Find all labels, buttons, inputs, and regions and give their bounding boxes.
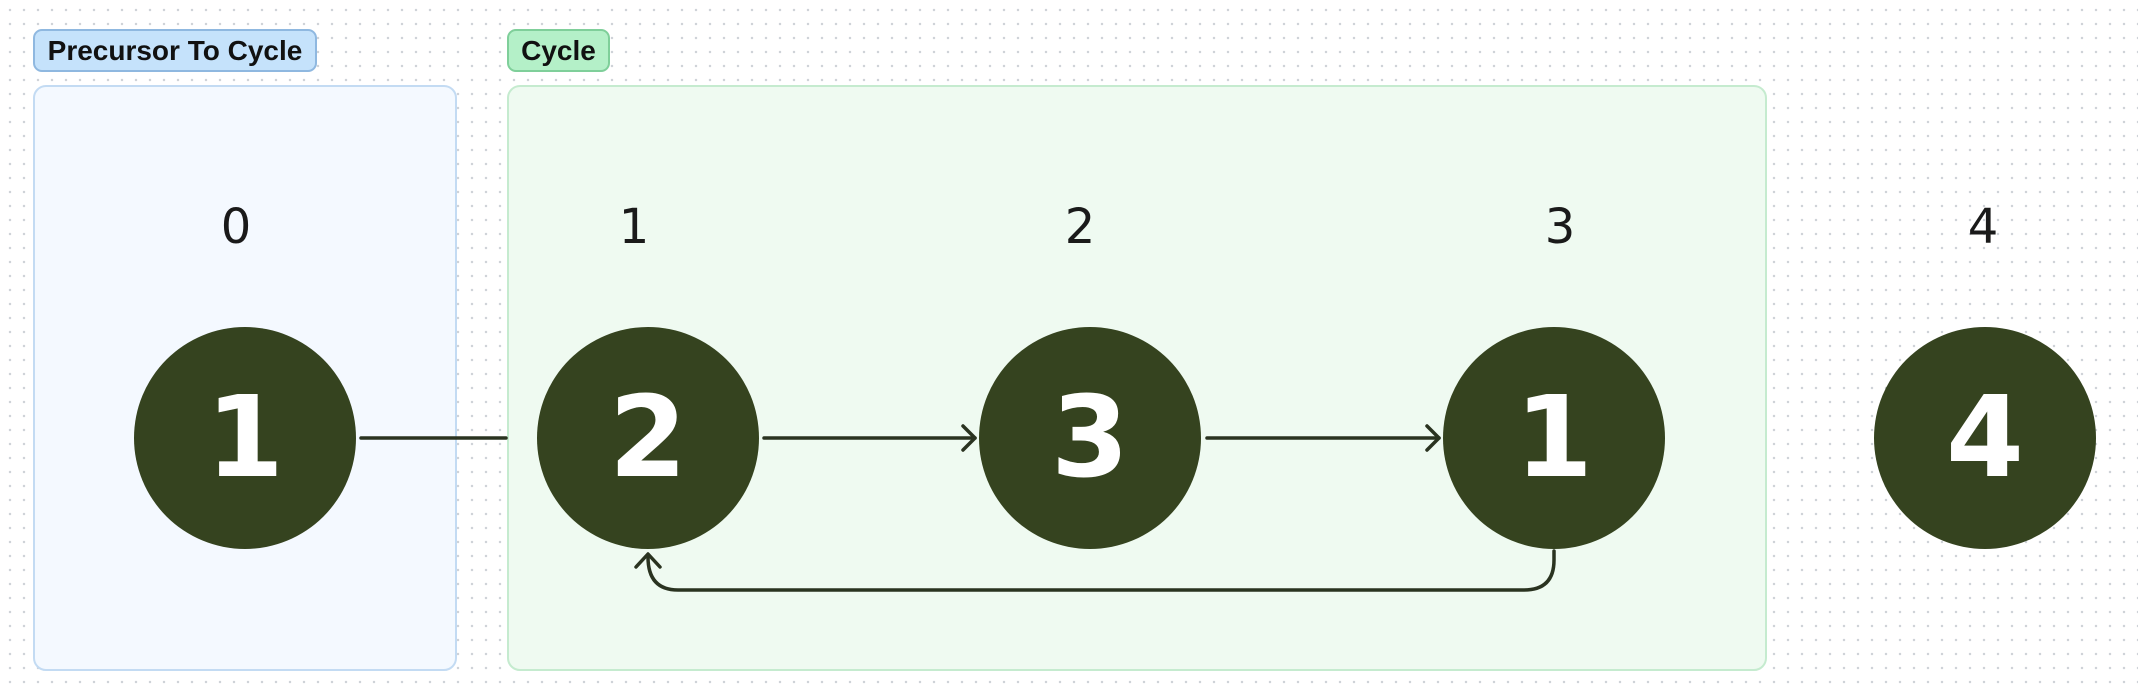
node-value: 4 — [1946, 373, 2024, 503]
node-0: 1 — [134, 327, 356, 549]
node-value: 1 — [206, 373, 284, 503]
index-label-0: 0 — [221, 199, 252, 255]
node-value: 1 — [1515, 373, 1593, 503]
node-4: 4 — [1874, 327, 2096, 549]
edge-2-to-3 — [1205, 424, 1441, 452]
node-value: 3 — [1051, 373, 1129, 503]
node-2: 3 — [979, 327, 1201, 549]
node-1: 2 — [537, 327, 759, 549]
precursor-group-tag: Precursor To Cycle — [33, 29, 317, 72]
index-label-1: 1 — [619, 199, 650, 255]
precursor-group-label: Precursor To Cycle — [48, 35, 303, 66]
arrowhead-icon — [634, 552, 662, 569]
index-label-4: 4 — [1968, 199, 1999, 255]
arrowhead-icon — [1425, 424, 1441, 452]
index-label-2: 2 — [1065, 199, 1096, 255]
node-value: 2 — [609, 373, 687, 503]
edge-1-to-2 — [762, 424, 977, 452]
edge-3-to-1-loop — [634, 549, 1556, 592]
arrowhead-icon — [961, 424, 977, 452]
cycle-group-label: Cycle — [521, 35, 596, 66]
cycle-group-tag: Cycle — [507, 29, 610, 72]
index-label-3: 3 — [1545, 199, 1576, 255]
node-3: 1 — [1443, 327, 1665, 549]
